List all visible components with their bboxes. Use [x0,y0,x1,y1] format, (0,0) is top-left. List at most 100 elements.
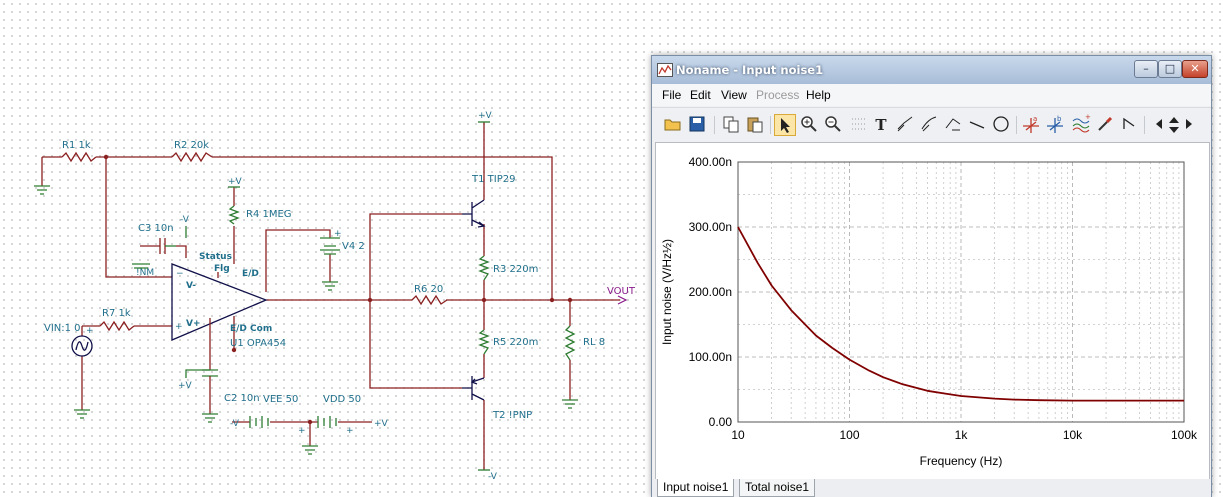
vee-label: VEE 50 [263,394,298,405]
flg-label: Flg [214,264,230,274]
opamp-vplus-pin: V+ [186,319,201,329]
opamp-u1[interactable] [171,263,268,341]
battery-v4[interactable] [320,237,340,255]
line-icon[interactable] [966,114,988,136]
paste-icon[interactable] [744,114,766,136]
eyedropper-icon[interactable] [1094,114,1116,136]
svg-text:a: a [1033,115,1037,123]
status-label: Status [199,252,232,262]
resistor-r5[interactable] [478,329,490,355]
transistor-t2[interactable] [462,376,485,401]
waveform-icon[interactable]: + [1070,113,1092,136]
zoom-out-icon[interactable] [822,114,844,136]
opamp-minus-input: − [176,269,184,279]
menu-file[interactable]: File [662,88,682,102]
opamp-plus-input: + [175,322,183,332]
x-tick-label: 10k [1063,428,1083,442]
r3-label: R3 220m [493,264,538,275]
supply-vdd-pos: +V [374,419,389,429]
menu-help[interactable]: Help [806,88,831,102]
c3-neg-supply: -V [180,215,190,225]
capacitor-c3[interactable] [159,238,176,254]
circle-icon[interactable] [990,114,1012,136]
y-axis-label: Input noise (V/Hz½) [660,239,674,345]
minimize-button[interactable]: – [1134,60,1158,78]
x-tick-label: 10 [731,428,745,442]
nm-ground-icon [132,263,150,269]
ground-icon [34,185,578,455]
window-title: Noname - Input noise1 [676,63,824,77]
vout-label: VOUT [607,286,636,297]
resistor-r4[interactable] [228,205,240,225]
vout-port-icon[interactable] [617,295,628,305]
supply-top-pos: +V [478,111,493,121]
zoom-in-icon[interactable] [798,114,820,136]
open-icon[interactable] [662,114,684,136]
marker-icon[interactable] [1118,114,1140,136]
arrow-right-icon[interactable] [1182,114,1196,136]
x-tick-label: 1k [955,428,969,442]
tab-total-noise1[interactable]: Total noise1 [739,479,816,497]
y-tick-label: 0.00 [709,415,733,429]
supply-wire-c2 [185,369,210,378]
pointer-icon[interactable] [774,114,796,136]
maximize-button[interactable]: □ [1158,60,1182,78]
wires [41,122,620,470]
noise-curve [737,226,1185,402]
svg-text:+: + [1085,114,1091,121]
ed-label: E/D [242,269,259,279]
resistor-r6[interactable] [411,294,448,306]
vdd-plus-sign: + [346,426,354,436]
source-vin[interactable] [71,335,93,357]
arrow-left-icon[interactable] [1152,114,1166,136]
supply-r4-pos: +V [228,177,243,187]
resistor-r7[interactable] [99,320,135,332]
axis-label-icon[interactable] [942,114,964,136]
t2-label: T2 !PNP [492,410,532,421]
tab-bar: Input noise1 Total noise1 [652,479,1211,497]
resistor-r2[interactable] [171,151,213,163]
arrow-updown-icon[interactable] [1166,114,1182,136]
menu-view[interactable]: View [721,88,747,102]
resistor-r1[interactable] [61,151,97,163]
nm-label: !NM [136,268,154,278]
cursor-b-icon[interactable]: b [1044,114,1066,136]
save-icon[interactable] [686,114,708,136]
vdd-label: VDD 50 [323,394,361,405]
tab-input-noise1[interactable]: Input noise1 [657,479,735,497]
text-icon[interactable]: T [875,116,887,134]
svg-text:b: b [1057,115,1062,123]
curve-label-icon[interactable] [894,114,916,136]
vee-plus-sign: + [298,426,306,436]
resistor-r3[interactable] [478,255,490,281]
close-button[interactable]: ✕ [1182,60,1208,78]
rl-label: RL 8 [583,337,605,348]
v4-label: V4 2 [342,241,365,252]
vin-plus-sign: + [86,326,94,336]
r2-label: R2 20k [174,140,209,151]
r1-label: R1 1k [62,140,91,151]
curve-label2-icon[interactable] [918,114,940,136]
copy-icon[interactable] [720,114,742,136]
window-titlebar[interactable]: Noname - Input noise1 – □ ✕ [652,56,1211,84]
x-tick-label: 100k [1171,428,1198,442]
menu-bar: File Edit View Process Help [652,84,1211,106]
battery-vee[interactable] [249,416,269,428]
capacitor-c2[interactable] [202,369,218,398]
resistor-rl[interactable] [564,325,576,361]
cursor-a-icon[interactable]: a [1020,114,1042,136]
junction-dots [103,154,573,425]
x-tick-label: 100 [839,428,859,442]
v4-plus-sign: + [334,229,342,239]
menu-process[interactable]: Process [756,88,800,102]
menu-edit[interactable]: Edit [690,88,711,102]
y-tick-label: 400.00n [689,155,732,169]
transistor-t1[interactable] [462,199,486,228]
vin-label: VIN:1 0 [44,323,81,334]
opamp-vminus-pin: V- [186,281,196,291]
battery-vdd[interactable] [317,416,337,428]
c2-label: C2 10n [224,393,260,404]
grid-icon[interactable] [848,114,870,136]
